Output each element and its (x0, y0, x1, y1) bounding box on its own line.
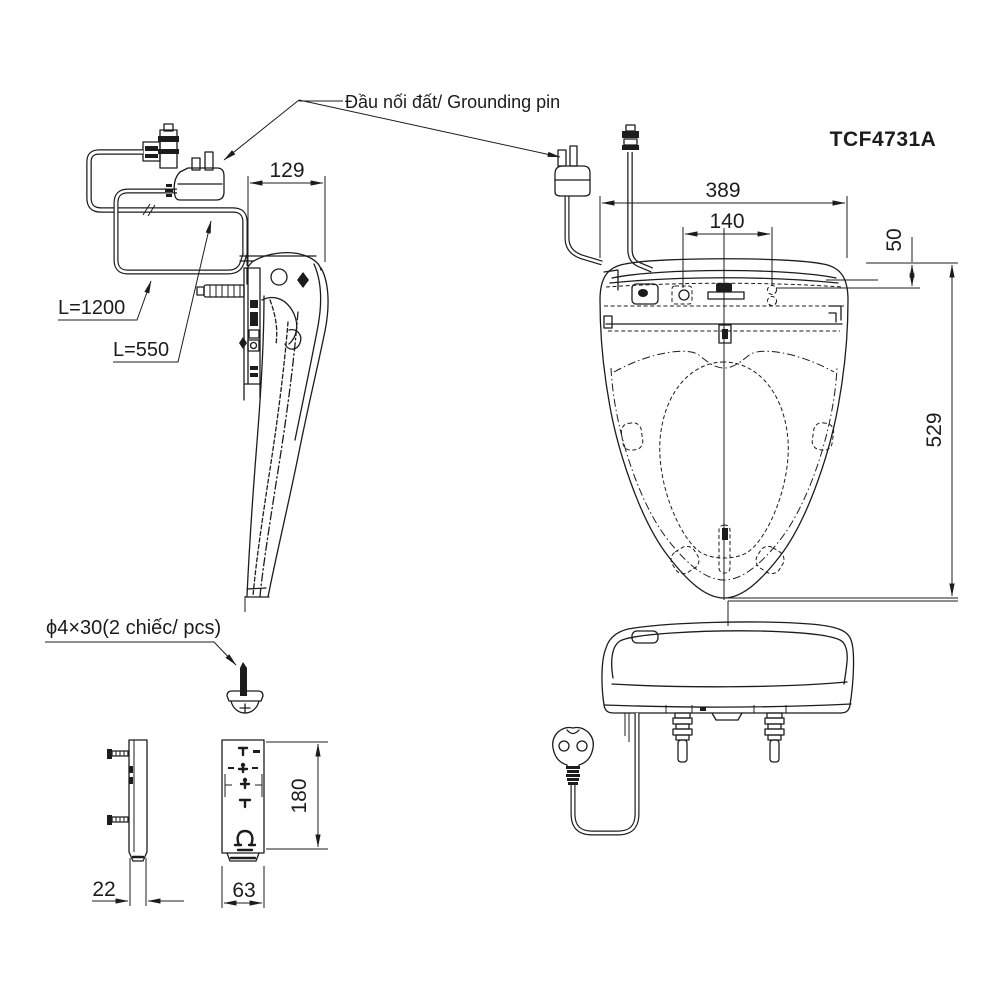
dim-140-label: 140 (709, 210, 744, 233)
mounting-plate-edge (243, 267, 261, 385)
water-supply-valve (142, 123, 179, 169)
hose-length-callout: L=550 (113, 220, 212, 363)
power-plug-side (165, 151, 225, 201)
dim-180: 180 (266, 741, 328, 850)
front-view (552, 600, 958, 836)
model-number: TCF4731A (830, 128, 937, 151)
dim-50: 50 (776, 228, 958, 289)
hose-break-mark (142, 203, 156, 217)
cord-length-callout: L=1200 (58, 280, 152, 321)
wall-screw (107, 749, 129, 759)
seat-bumper (811, 422, 835, 451)
power-cord (113, 188, 248, 275)
hose-connector (672, 712, 693, 763)
water-hose (86, 149, 248, 266)
dim-529-label: 529 (923, 412, 946, 447)
wall-screw (107, 815, 129, 825)
screw-spec-label: ϕ4×30(2 chiếc/ pcs) (46, 617, 221, 639)
grounding-pin-label: Đầu nối đất/ Grounding pin (345, 92, 560, 112)
mounting-screw-callout: ϕ4×30(2 chiếc/ pcs) (45, 617, 237, 666)
top-view-water-hose (622, 124, 654, 273)
seat-bumper (620, 422, 644, 451)
dim-22-label: 22 (92, 878, 115, 901)
dim-50-label: 50 (883, 228, 906, 251)
dim-389-label: 389 (705, 179, 740, 202)
dim-63-label: 63 (232, 879, 255, 902)
power-plug-front (552, 726, 594, 785)
dim-129-label: 129 (269, 159, 304, 182)
hose-connector (764, 712, 785, 763)
dim-389: 389 (599, 179, 848, 258)
cord-length-label: L=1200 (58, 297, 125, 319)
dim-529: 529 (724, 264, 958, 599)
seat-bumper (670, 545, 700, 575)
top-view-plug (554, 145, 603, 266)
bidet-hose-connector (196, 284, 245, 298)
remote-front-view (221, 739, 265, 862)
dim-22: 22 (92, 858, 184, 906)
dim-63: 63 (221, 866, 265, 908)
remote-side-view (107, 739, 148, 862)
seat-bumper (755, 545, 785, 575)
hose-length-label: L=550 (113, 339, 169, 361)
dim-180-label: 180 (288, 778, 311, 813)
dim-129: 129 (247, 159, 326, 266)
dim-140: 140 (682, 210, 773, 288)
remote-buttons (224, 746, 263, 852)
mounting-screw (226, 662, 264, 714)
side-view (196, 251, 329, 612)
grounding-pin-callout: Đầu nối đất/ Grounding pin (223, 92, 561, 161)
hinge-diamond-mark (297, 272, 309, 288)
top-view (599, 228, 849, 600)
